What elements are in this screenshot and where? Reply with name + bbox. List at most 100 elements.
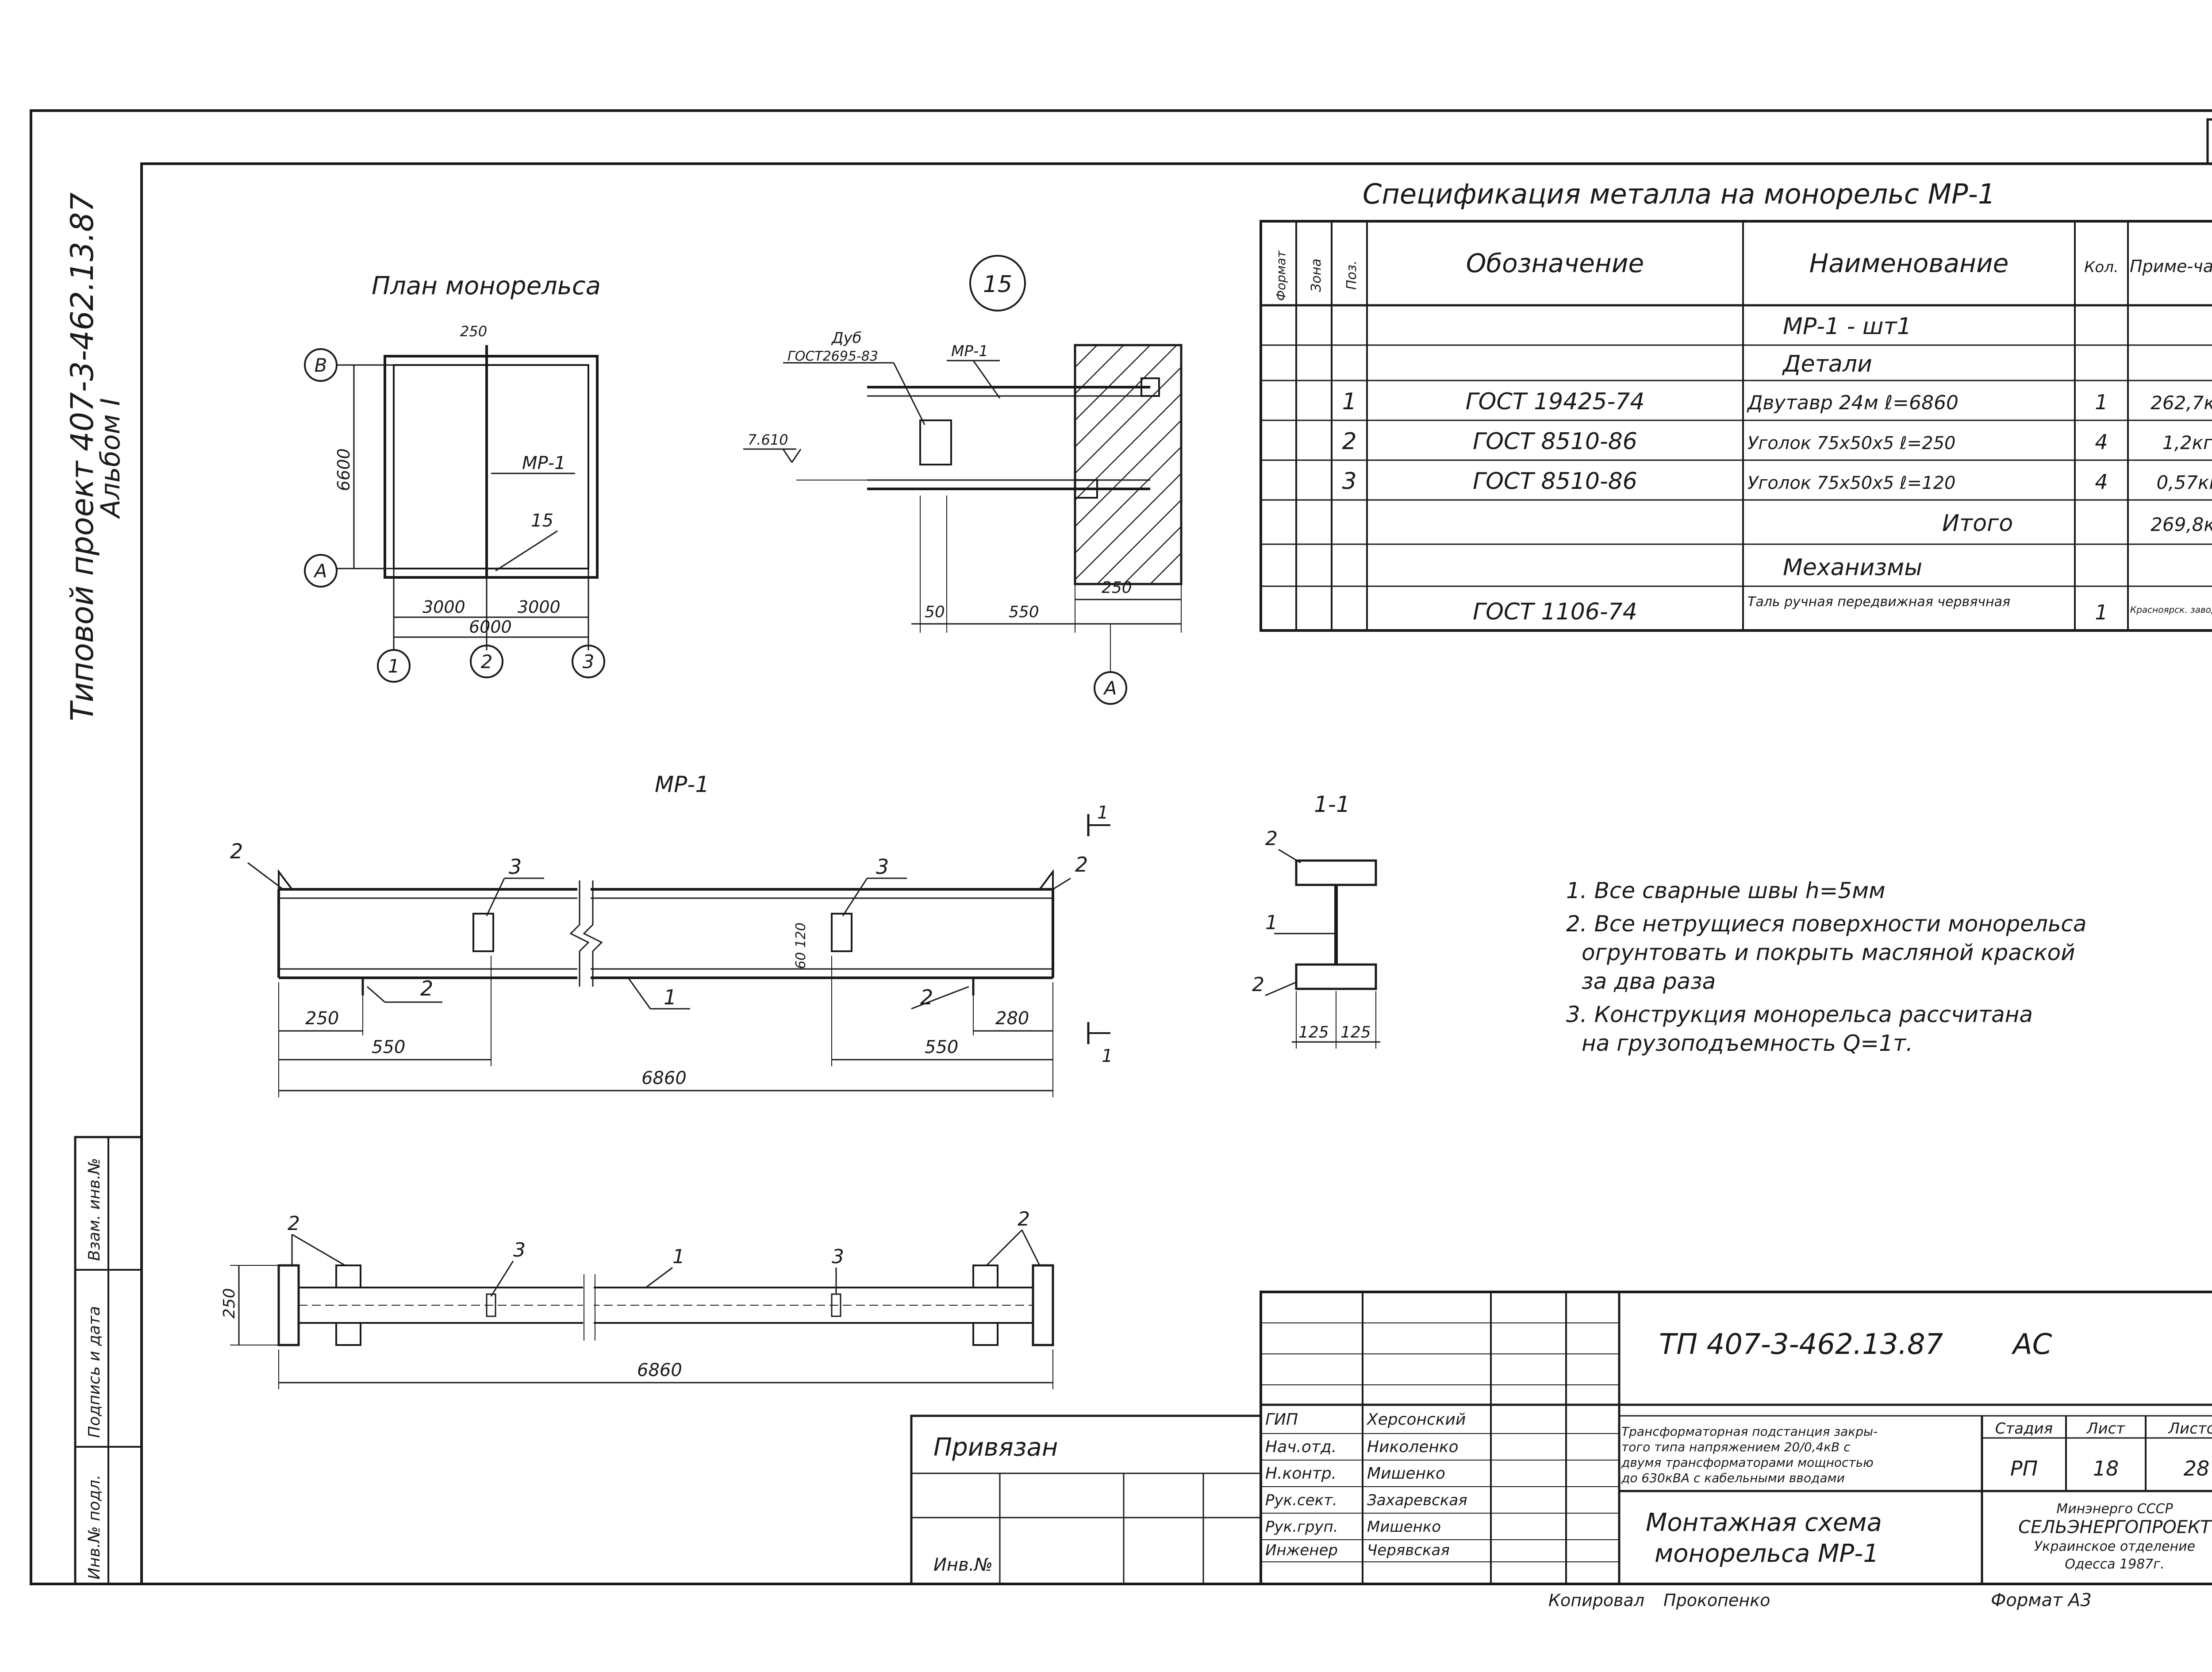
svg-text:Рук.груп.: Рук.груп. [1265, 1518, 1338, 1536]
svg-text:2: 2 [230, 839, 243, 863]
svg-text:1: 1 [664, 985, 676, 1009]
elevation-mr1: МР-1 2 3 3 2 2 1 2 [230, 772, 1113, 1097]
spec-row: Механизмы [1783, 554, 1922, 581]
svg-text:6860: 6860 [641, 1068, 687, 1088]
svg-text:3: 3 [583, 651, 595, 673]
svg-text:ГОСТ2695-83: ГОСТ2695-83 [787, 349, 878, 364]
svg-text:6600: 6600 [334, 448, 353, 491]
svg-text:0,57кг: 0,57кг [2157, 472, 2212, 493]
header-name: Наименование [1809, 248, 2009, 278]
svg-text:Кол.: Кол. [2084, 258, 2118, 276]
header-designation: Обозначение [1466, 248, 1644, 278]
svg-text:3: 3 [509, 855, 522, 879]
svg-text:Инженер: Инженер [1265, 1541, 1338, 1559]
title-block: ТП 407-3-462.13.87 АС Трансформаторная п… [910, 1291, 2212, 1611]
svg-text:СЕЛЬЭНЕРГОПРОЕКТ: СЕЛЬЭНЕРГОПРОЕКТ [2018, 1517, 2212, 1537]
svg-text:Мишенко: Мишенко [1367, 1518, 1441, 1536]
svg-text:ГИП: ГИП [1265, 1411, 1298, 1429]
svg-text:Херсонский: Херсонский [1366, 1411, 1466, 1429]
svg-text:2: 2 [288, 1212, 300, 1235]
svg-text:Формат: Формат [1274, 250, 1288, 301]
svg-text:15: 15 [531, 511, 553, 531]
svg-text:1: 1 [1102, 1046, 1113, 1066]
svg-text:3. Конструкция монорельса расс: 3. Конструкция монорельса рассчитана [1566, 1002, 2033, 1027]
svg-text:Захаревская: Захаревская [1367, 1491, 1467, 1509]
svg-text:125: 125 [1340, 1023, 1371, 1042]
svg-text:550: 550 [372, 1037, 405, 1057]
bound-label: Привязан [933, 1433, 1058, 1462]
svg-text:1: 1 [1265, 911, 1278, 934]
spec-row: 2 ГОСТ 8510-86 Уголок 75х50х5 ℓ=250 4 1,… [1342, 428, 2212, 455]
svg-text:7.610: 7.610 [748, 431, 788, 448]
spec-title: Спецификация металла на монорельс МР-1 [1363, 178, 1995, 210]
spec-row: 3 ГОСТ 8510-86 Уголок 75х50х5 ℓ=120 4 0,… [1342, 468, 2212, 495]
spec-row: 1 ГОСТ 19425-74 Двутавр 24м ℓ=6860 1 262… [1342, 388, 2212, 415]
svg-text:МР-1: МР-1 [951, 342, 988, 360]
spec-row: Итого 269,8кг [1942, 510, 2212, 537]
svg-text:2: 2 [1265, 827, 1278, 850]
svg-text:250: 250 [220, 1288, 238, 1318]
svg-text:Нач.отд.: Нач.отд. [1265, 1438, 1336, 1456]
svg-text:Стадия: Стадия [1995, 1420, 2053, 1438]
svg-text:Одесса 1987г.: Одесса 1987г. [2065, 1557, 2164, 1572]
svg-text:до 630кВА с кабельными вводами: до 630кВА с кабельными вводами [1621, 1471, 1845, 1485]
svg-text:Красноярск. завод: Красноярск. завод [2130, 604, 2212, 615]
svg-text:Приме-чание: Приме-чание [2130, 257, 2212, 276]
svg-text:550: 550 [1009, 603, 1039, 621]
svg-text:Лист: Лист [2086, 1420, 2125, 1438]
plan-mp1-label: МР-1 [522, 453, 566, 473]
svg-text:за два раза: за два раза [1582, 969, 1716, 994]
svg-text:550: 550 [925, 1037, 958, 1057]
svg-text:ГОСТ 8510-86: ГОСТ 8510-86 [1473, 468, 1637, 495]
svg-text:Копировал: Копировал [1548, 1591, 1644, 1610]
svg-text:3: 3 [1342, 468, 1356, 495]
svg-text:на грузоподъемность Q=1т.: на грузоподъемность Q=1т. [1582, 1030, 1913, 1056]
svg-text:монорельса МР-1: монорельса МР-1 [1655, 1539, 1879, 1568]
svg-text:РП: РП [2010, 1457, 2038, 1480]
plan-monorail: План монорельса 250 МР-1 15 6600 В А 300… [304, 272, 605, 683]
svg-text:двумя трансформаторами мощност: двумя трансформаторами мощностью [1621, 1455, 1874, 1470]
svg-text:3: 3 [832, 1245, 844, 1268]
svg-text:2: 2 [1075, 853, 1088, 876]
drawing-mark: АС [2011, 1328, 2052, 1361]
svg-text:3: 3 [513, 1239, 526, 1261]
svg-text:огрунтовать и покрыть масляной: огрунтовать и покрыть масляной краской [1582, 940, 2075, 965]
svg-text:Детали: Детали [1782, 351, 1872, 377]
svg-text:1: 1 [2095, 600, 2108, 624]
spec-row: МР-1 - шт1 [1783, 313, 1912, 340]
svg-text:125: 125 [1298, 1023, 1329, 1042]
svg-text:Листов: Листов [2167, 1420, 2212, 1438]
spec-row: Детали [1782, 351, 1872, 377]
svg-text:Инв.№ подл.: Инв.№ подл. [85, 1475, 104, 1580]
axis-a: А [313, 560, 327, 582]
spec-row: ГОСТ 1106-74 Таль ручная передвижная чер… [1473, 594, 2212, 625]
svg-text:1. Все сварные швы h=5мм: 1. Все сварные швы h=5мм [1566, 878, 1886, 903]
svg-text:1: 1 [2095, 390, 2108, 414]
svg-text:2: 2 [420, 976, 433, 1000]
svg-text:Таль ручная передвижная червяч: Таль ручная передвижная червячная [1747, 594, 2010, 610]
svg-text:Уголок 75х50х5 ℓ=250: Уголок 75х50х5 ℓ=250 [1747, 433, 1955, 454]
svg-text:50: 50 [925, 603, 945, 621]
node-15: 15 Дуб ГОСТ2695-83 МР-1 7.610 [743, 255, 1183, 705]
svg-text:Минэнерго СССР: Минэнерго СССР [2056, 1501, 2173, 1517]
svg-text:1: 1 [388, 655, 400, 677]
svg-text:280: 280 [995, 1008, 1029, 1029]
svg-text:18: 18 [2093, 1457, 2119, 1480]
svg-text:Зона: Зона [1309, 258, 1324, 292]
elevation-title: МР-1 [655, 772, 709, 797]
svg-text:2. Все нетрущиеся поверхности: 2. Все нетрущиеся поверхности монорельса [1566, 911, 2087, 937]
svg-text:6000: 6000 [469, 617, 512, 637]
svg-text:2: 2 [1342, 428, 1356, 455]
svg-text:3: 3 [876, 855, 889, 879]
svg-text:того типа напряжением 20/0,4кВ: того типа напряжением 20/0,4кВ с [1621, 1440, 1851, 1454]
svg-text:269,8кг: 269,8кг [2151, 514, 2212, 535]
svg-text:3000: 3000 [422, 597, 465, 617]
svg-text:Н.контр.: Н.контр. [1265, 1464, 1336, 1483]
svg-text:1: 1 [672, 1245, 685, 1268]
svg-text:2: 2 [920, 985, 933, 1009]
plan-title: План монорельса [372, 272, 601, 300]
svg-text:4: 4 [2095, 470, 2108, 494]
svg-text:262,7кг: 262,7кг [2151, 392, 2212, 414]
side-stamp: Инв.№ подл. Подпись и дата Взам. инв.№ [74, 1136, 143, 1585]
